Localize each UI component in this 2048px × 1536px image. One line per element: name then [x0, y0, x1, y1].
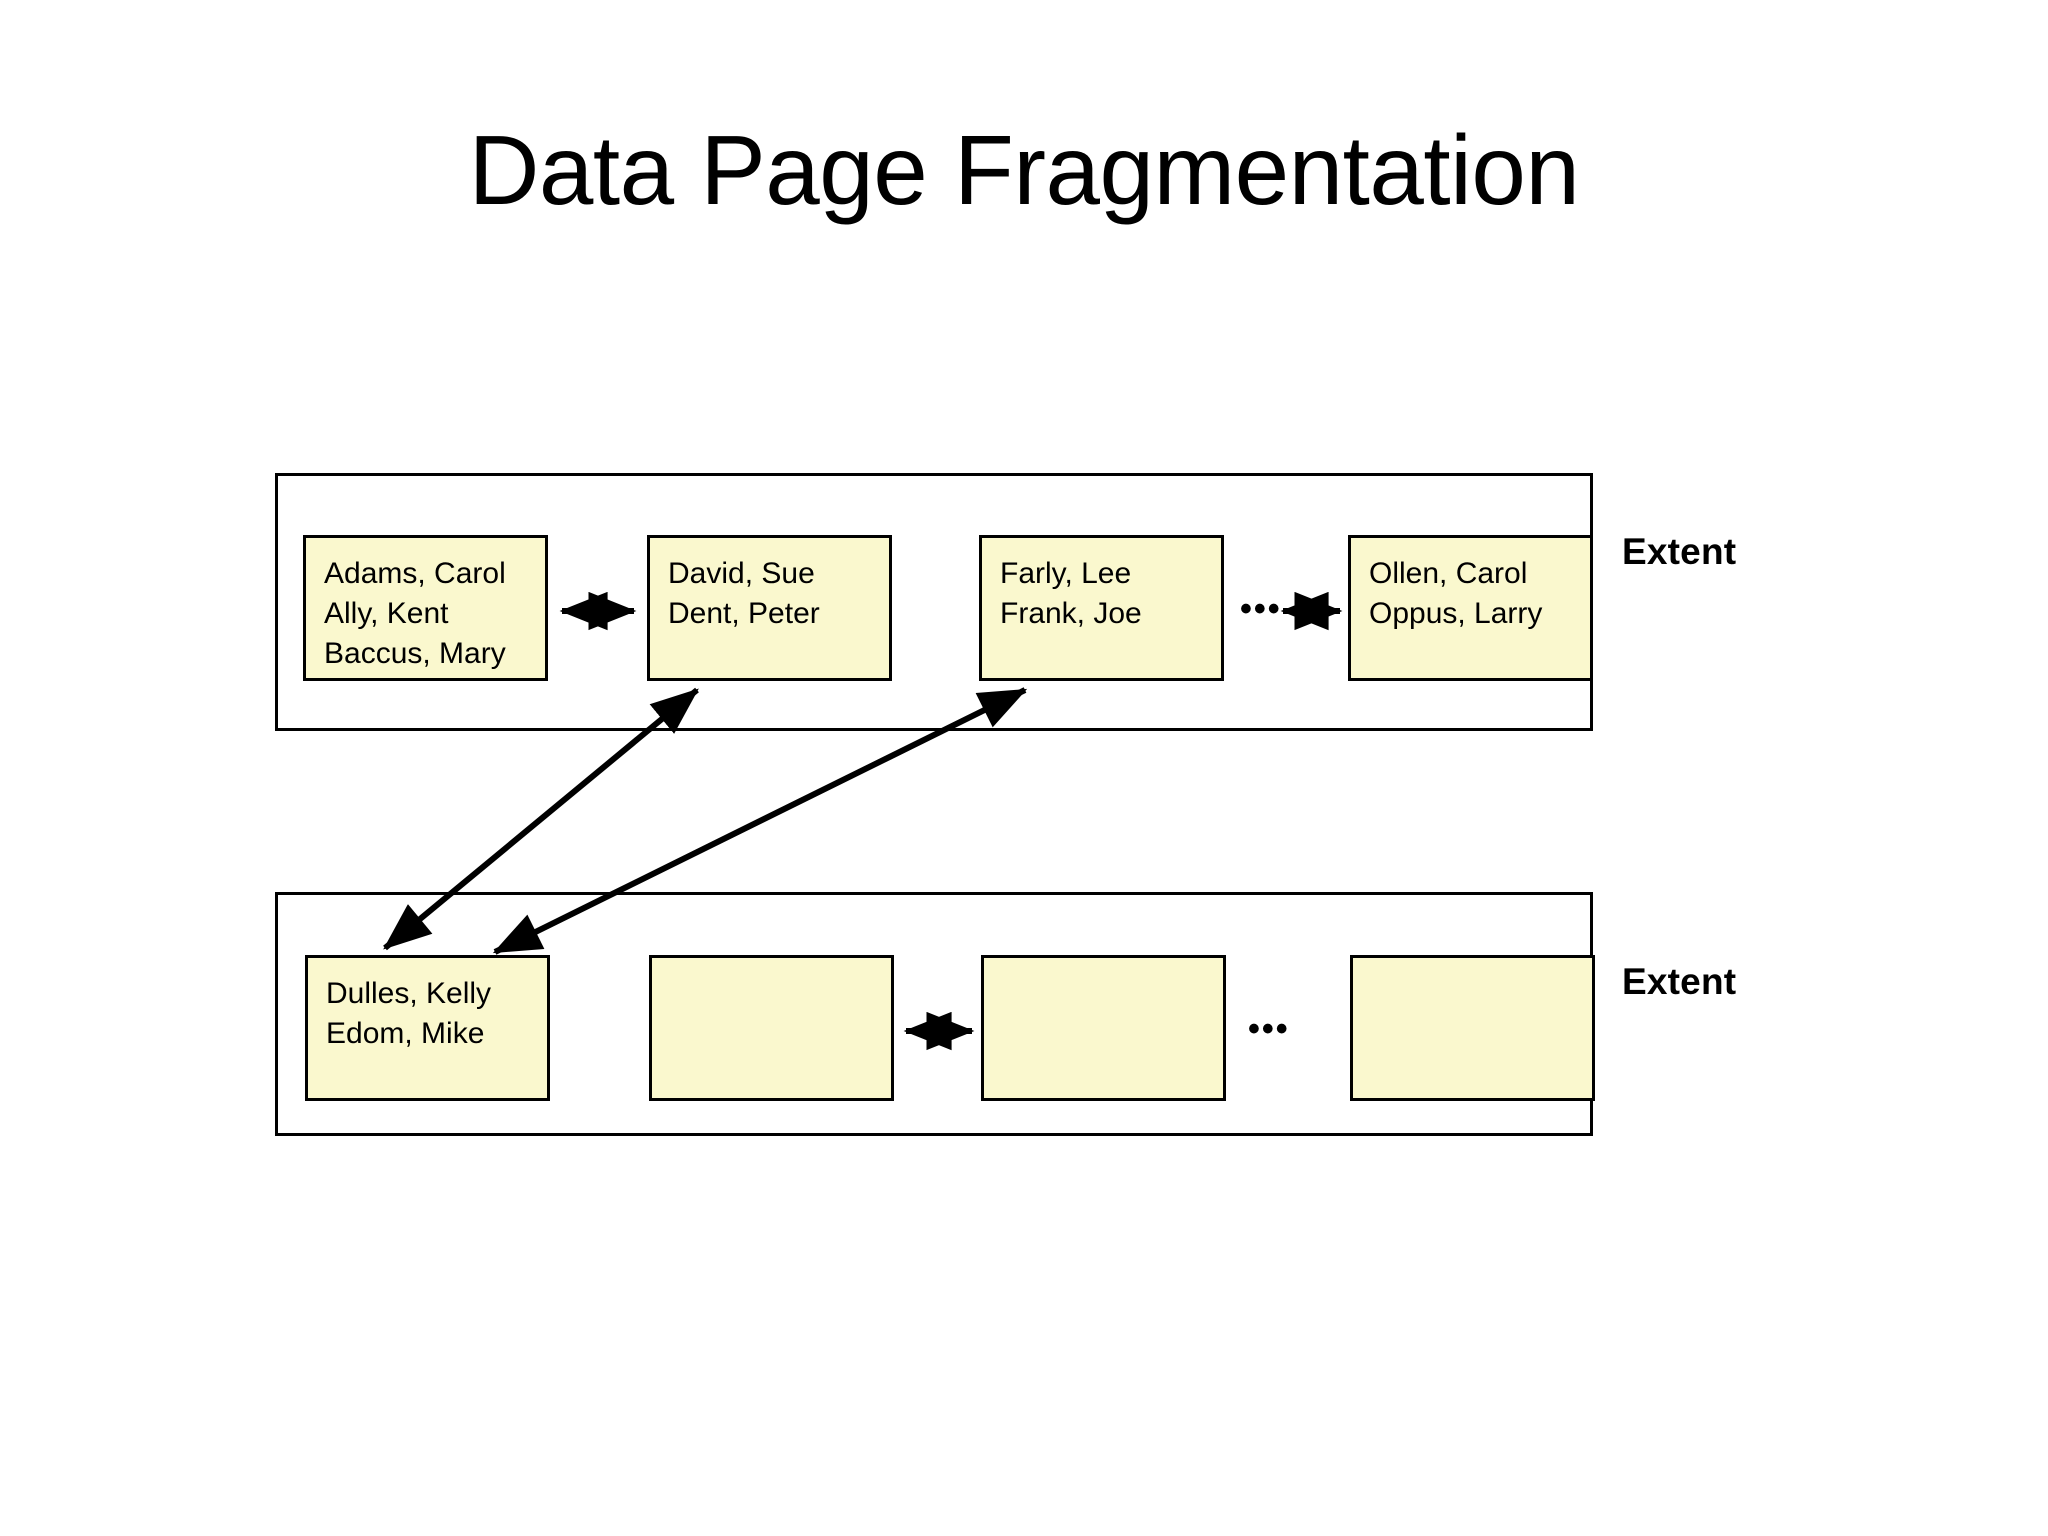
page-row-text: Baccus, Mary: [324, 637, 506, 670]
data-page-box-1-1[interactable]: Adams, Carol Ally, Kent Baccus, Mary: [303, 535, 548, 681]
data-page-box-2-4[interactable]: [1350, 955, 1595, 1101]
page-row-text: Edom, Mike: [326, 1017, 485, 1050]
extent-label-1: Extent: [1622, 531, 1737, 572]
page-row-text: David, Sue: [668, 557, 815, 590]
data-page-box-2-1[interactable]: Dulles, Kelly Edom, Mike: [305, 955, 550, 1101]
data-page-box-1-3[interactable]: Farly, Lee Frank, Joe: [979, 535, 1224, 681]
page-row-text: Frank, Joe: [1000, 597, 1142, 630]
page-row-text: Farly, Lee: [1000, 557, 1132, 590]
extent-label-2: Extent: [1622, 961, 1737, 1002]
ellipsis-row-2: •••: [1248, 1010, 1290, 1048]
page-row-text: Ally, Kent: [324, 597, 449, 630]
page-row-text: Ollen, Carol: [1369, 557, 1528, 590]
ellipsis-row-1: •••: [1240, 590, 1282, 628]
page-row-text: Adams, Carol: [324, 557, 506, 590]
page-row-text: Dent, Peter: [668, 597, 820, 630]
page-row-text: Oppus, Larry: [1369, 597, 1543, 630]
page-title: Data Page Fragmentation: [468, 115, 1580, 225]
page-row-text: Dulles, Kelly: [326, 977, 492, 1010]
data-page-box-1-2[interactable]: David, Sue Dent, Peter: [647, 535, 892, 681]
data-page-box-2-2[interactable]: [649, 955, 894, 1101]
data-page-box-1-4[interactable]: Ollen, Carol Oppus, Larry: [1348, 535, 1593, 681]
data-page-box-2-3[interactable]: [981, 955, 1226, 1101]
